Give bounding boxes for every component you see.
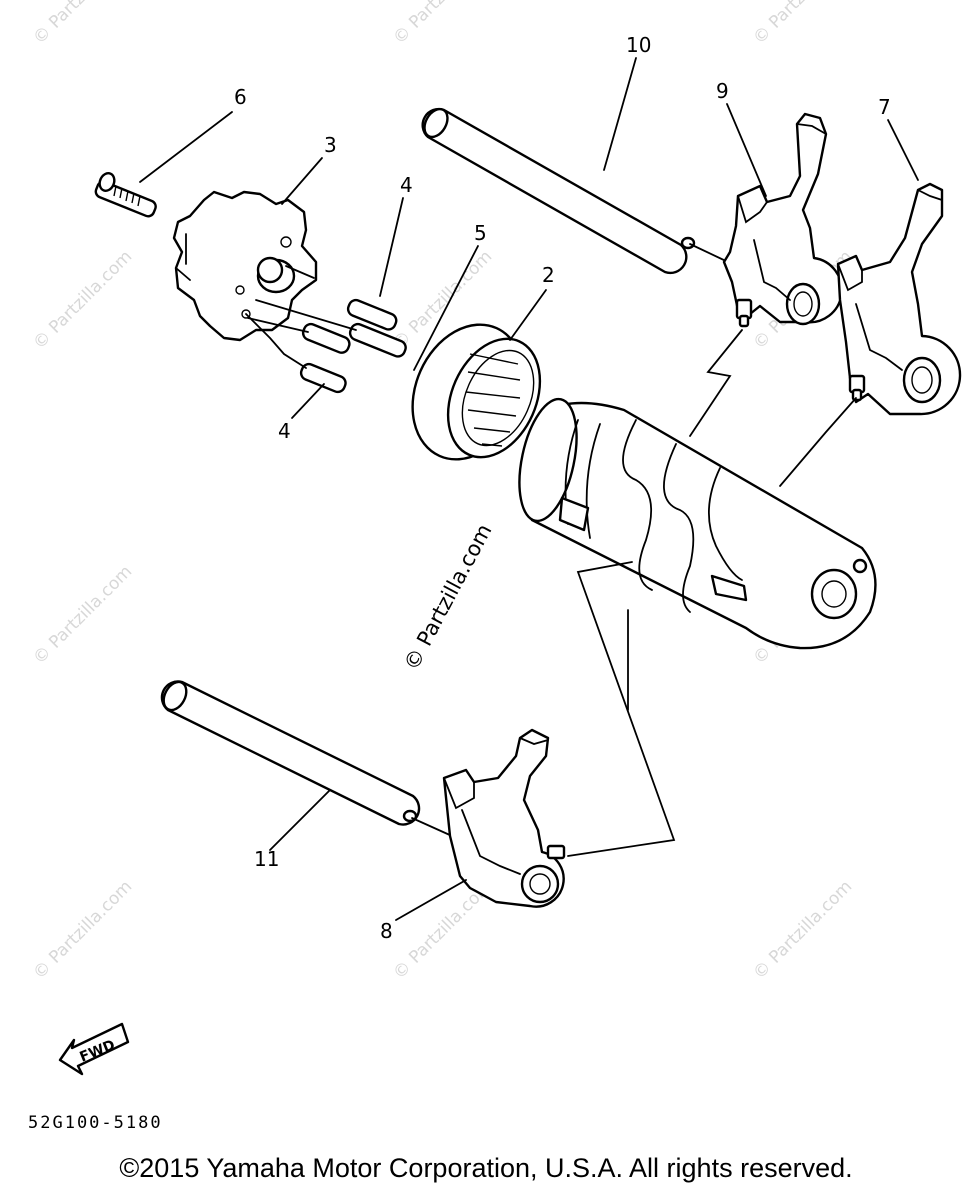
callout-9: 9 bbox=[716, 79, 729, 103]
callout-10: 10 bbox=[626, 33, 651, 57]
callout-4-lower: 4 bbox=[278, 419, 291, 443]
watermark-text: © Partzilla.com bbox=[29, 562, 136, 669]
shift-fork-9 bbox=[722, 112, 844, 328]
watermark-text: © Partzilla.com bbox=[749, 0, 856, 49]
fwd-arrow-icon: FWD bbox=[58, 1022, 130, 1076]
callout-labels: 10 9 7 6 3 4 5 2 4 11 8 bbox=[234, 33, 891, 943]
callout-8: 8 bbox=[380, 919, 393, 943]
watermark-text: © Partzilla.com bbox=[389, 0, 496, 49]
callout-4-upper: 4 bbox=[400, 173, 413, 197]
segment-3 bbox=[172, 190, 318, 342]
leader-lines bbox=[567, 329, 857, 857]
callout-3: 3 bbox=[324, 133, 337, 157]
callout-11: 11 bbox=[254, 847, 279, 871]
pins-4-5 bbox=[245, 298, 407, 394]
callout-leaders bbox=[139, 57, 919, 921]
watermark-text: © Partzilla.com bbox=[29, 247, 136, 354]
callout-2: 2 bbox=[542, 263, 555, 287]
shift-fork-8 bbox=[442, 728, 566, 908]
bearing-2 bbox=[411, 323, 542, 461]
guide-bar-10 bbox=[421, 107, 729, 275]
shift-fork-7 bbox=[836, 182, 962, 416]
guide-bar-11 bbox=[160, 680, 453, 837]
callout-5: 5 bbox=[474, 221, 487, 245]
callout-6: 6 bbox=[234, 85, 247, 109]
watermark-center: © Partzilla.com bbox=[399, 520, 496, 674]
copyright-text: ©2015 Yamaha Motor Corporation, U.S.A. A… bbox=[119, 1153, 853, 1183]
bolt-6 bbox=[94, 172, 157, 218]
watermark-text: © Partzilla.com bbox=[29, 0, 136, 49]
shift-drum bbox=[518, 397, 877, 650]
callout-7: 7 bbox=[878, 95, 891, 119]
watermark-text: © Partzilla.com bbox=[29, 877, 136, 984]
diagram-code: 52G100-5180 bbox=[28, 1113, 163, 1133]
watermark-text: © Partzilla.com bbox=[749, 877, 856, 984]
